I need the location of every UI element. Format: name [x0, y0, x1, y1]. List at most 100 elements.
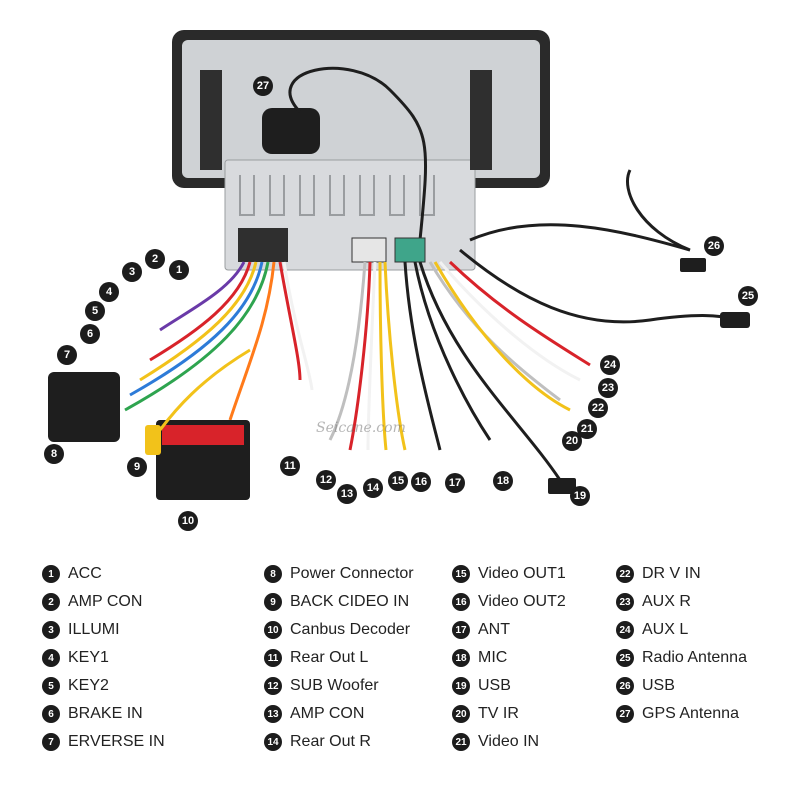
legend-label: BRAKE IN	[68, 705, 143, 722]
legend-number: 13	[264, 705, 282, 723]
legend-label: Video IN	[478, 733, 540, 750]
legend-number: 14	[264, 733, 282, 751]
callout-25: 25	[738, 286, 758, 306]
callout-6: 6	[80, 324, 100, 344]
callout-17: 17	[445, 473, 465, 493]
gps-antenna-puck	[262, 108, 320, 154]
legend-number: 21	[452, 733, 470, 751]
legend-number: 9	[264, 593, 282, 611]
legend-label: Video OUT2	[478, 593, 566, 610]
callout-23: 23	[598, 378, 618, 398]
callout-3: 3	[122, 262, 142, 282]
watermark: Seicane.com	[316, 420, 406, 436]
legend-number: 3	[42, 621, 60, 639]
legend-number: 8	[264, 565, 282, 583]
callout-24: 24	[600, 355, 620, 375]
right-bracket	[470, 70, 492, 170]
legend-number: 22	[616, 565, 634, 583]
legend-label: USB	[478, 677, 511, 694]
power-connector-plug	[48, 372, 120, 442]
legend-item: 24 AUX L	[616, 616, 747, 644]
legend-item: 9 BACK CIDEO IN	[264, 588, 414, 616]
legend-label: ILLUMI	[68, 621, 120, 638]
left-wire-bundle	[124, 261, 314, 421]
legend-item: 14 Rear Out R	[264, 728, 414, 756]
legend-item: 16 Video OUT2	[452, 588, 566, 616]
callout-15: 15	[388, 471, 408, 491]
legend-item: 21 Video IN	[452, 728, 566, 756]
legend-label: BACK CIDEO IN	[290, 593, 410, 610]
usb-plug-top	[680, 258, 706, 272]
aux-connector	[351, 237, 387, 263]
legend-label: TV IR	[478, 705, 519, 722]
callout-21: 21	[577, 419, 597, 439]
callout-5: 5	[85, 301, 105, 321]
canbus-decoder-top	[162, 425, 244, 445]
legend-label: ANT	[478, 621, 510, 638]
legend-number: 12	[264, 677, 282, 695]
back-video-cable	[158, 348, 251, 431]
legend-number: 4	[42, 649, 60, 667]
center-cables	[328, 261, 562, 481]
legend-label: AMP CON	[68, 593, 143, 610]
legend-number: 5	[42, 677, 60, 695]
legend-label: AUX R	[642, 593, 691, 610]
radio-antenna-plug	[720, 312, 750, 328]
legend-label: Rear Out R	[290, 733, 371, 750]
legend-number: 17	[452, 621, 470, 639]
callout-10: 10	[178, 511, 198, 531]
legend-number: 6	[42, 705, 60, 723]
legend-label: DR V IN	[642, 565, 701, 582]
legend-number: 20	[452, 705, 470, 723]
legend-item: 23 AUX R	[616, 588, 747, 616]
gps-antenna-cable	[288, 66, 428, 241]
legend-item: 3 ILLUMI	[42, 616, 165, 644]
callout-19: 19	[570, 486, 590, 506]
back-video-rca	[145, 425, 161, 455]
main-connector	[238, 228, 288, 262]
callout-13: 13	[337, 484, 357, 504]
legend-label: Video OUT1	[478, 565, 566, 582]
legend-number: 23	[616, 593, 634, 611]
legend-item: 17 ANT	[452, 616, 566, 644]
heatsink-fins	[239, 175, 435, 216]
legend-label: MIC	[478, 649, 508, 666]
legend-number: 24	[616, 621, 634, 639]
legend-label: SUB Woofer	[290, 677, 379, 694]
legend-label: ERVERSE IN	[68, 733, 165, 750]
legend-label: Rear Out L	[290, 649, 369, 666]
legend-item: 22 DR V IN	[616, 560, 747, 588]
legend-number: 7	[42, 733, 60, 751]
callout-12: 12	[316, 470, 336, 490]
legend-label: USB	[642, 677, 675, 694]
legend-label: GPS Antenna	[642, 705, 739, 722]
callout-1: 1	[169, 260, 189, 280]
callout-9: 9	[127, 457, 147, 477]
legend-number: 10	[264, 621, 282, 639]
callout-22: 22	[588, 398, 608, 418]
callout-2: 2	[145, 249, 165, 269]
legend-label: AUX L	[642, 621, 689, 638]
legend-item: 27 GPS Antenna	[616, 700, 747, 728]
legend-number: 27	[616, 705, 634, 723]
callout-27: 27	[253, 76, 273, 96]
callout-7: 7	[57, 345, 77, 365]
legend-item: 20 TV IR	[452, 700, 566, 728]
legend-number: 16	[452, 593, 470, 611]
legend-number: 11	[264, 649, 282, 667]
callout-11: 11	[280, 456, 300, 476]
